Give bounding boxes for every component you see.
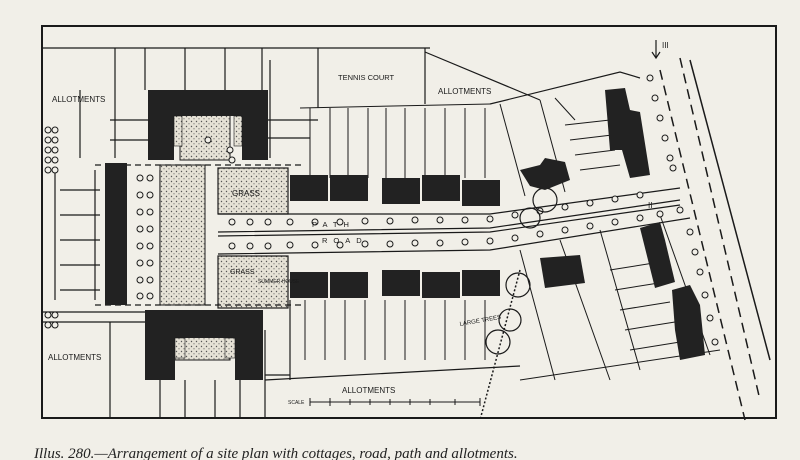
label-grass-top: GRASS	[232, 189, 260, 198]
tree-rows	[228, 74, 719, 346]
direction-arrow	[651, 40, 661, 60]
label-summer-house: SUMMER HOUSE	[258, 279, 300, 285]
label-allotments-bottom-left: ALLOTMENTS	[48, 353, 101, 362]
main-road-dashed	[659, 57, 761, 421]
large-trees	[479, 187, 558, 421]
figure-caption: Illus. 280.—Arrangement of a site plan w…	[34, 446, 518, 460]
label-road: ROAD	[322, 236, 368, 245]
main-road-edge	[689, 59, 771, 361]
label-path: PATH	[312, 220, 355, 229]
quad-building-hatching	[173, 115, 243, 359]
inner-courtyard-top	[179, 114, 231, 161]
scale-bar	[309, 398, 481, 406]
cottage-blocks	[290, 88, 705, 360]
label-large-trees: LARGE TREES	[459, 315, 501, 328]
quad-buildings	[105, 90, 268, 380]
label-tennis-court: TENNIS COURT	[338, 73, 395, 82]
plan-border	[41, 25, 777, 419]
label-allotments-top: ALLOTMENTS	[438, 87, 491, 96]
label-scale: SCALE	[288, 400, 305, 406]
label-grass-bottom: GRASS	[230, 269, 255, 276]
grass-plot-top	[217, 167, 289, 215]
label-marker-3: III	[662, 41, 669, 50]
label-marker-2: II	[648, 201, 652, 210]
label-allotments-bottom: ALLOTMENTS	[342, 386, 395, 395]
grass-plot-bottom	[217, 255, 289, 309]
garden-strips-upper	[299, 97, 621, 197]
central-green	[159, 164, 206, 306]
label-allotments-top-left: ALLOTMENTS	[52, 95, 105, 104]
plot-boundaries	[42, 47, 641, 418]
tree-clusters	[44, 126, 236, 342]
